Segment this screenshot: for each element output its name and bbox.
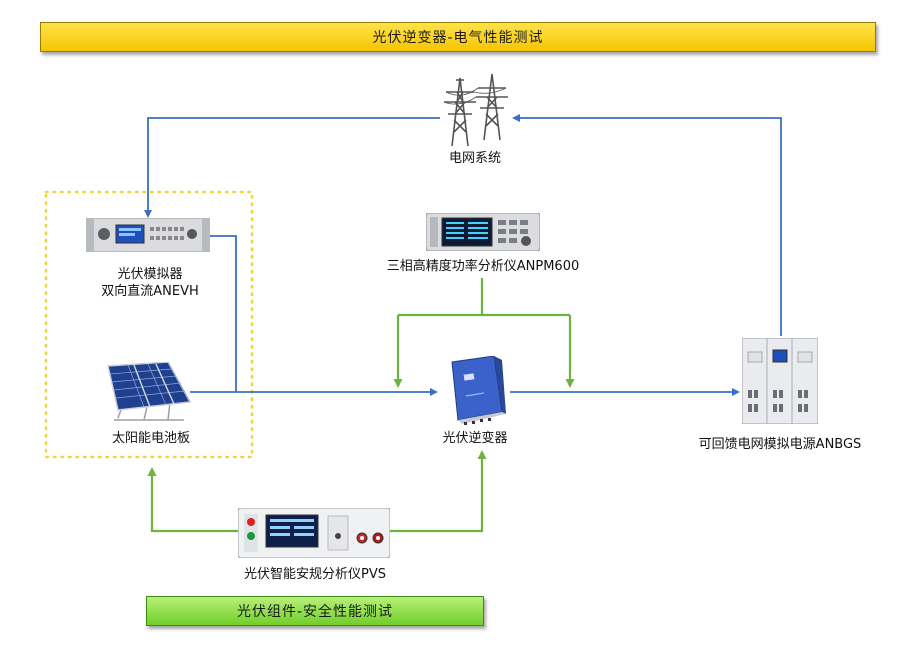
- grid-tower-icon: [440, 70, 512, 148]
- power-analyzer-device: [425, 212, 541, 252]
- pv-source-group-box: [44, 190, 254, 459]
- grid-label: 电网系统: [448, 151, 501, 166]
- inverter-device: [444, 355, 506, 426]
- wire-grid-to-pv-simulator: [144, 117, 440, 218]
- electrical-test-banner: 光伏逆变器-电气性能测试: [40, 22, 876, 52]
- pv-simulator-label-line1: 光伏模拟器: [117, 267, 183, 282]
- pv-simulator-device: [85, 217, 211, 253]
- wire-pvs-to-inverter: [390, 450, 487, 533]
- power-analyzer-label: 三相高精度功率分析仪ANPM600: [386, 259, 580, 274]
- wire-pv-simulator-output: [210, 235, 237, 392]
- wire-pvs-to-solar-panel: [147, 467, 238, 533]
- grid-simulator-device: [741, 337, 819, 425]
- grid-simulator-label: 可回馈电网模拟电源ANBGS: [698, 437, 862, 452]
- pvs-analyzer-label: 光伏智能安规分析仪PVS: [244, 567, 386, 582]
- inverter-label: 光伏逆变器: [442, 431, 508, 446]
- solar-panel-device: [104, 361, 194, 424]
- safety-test-banner: 光伏组件-安全性能测试: [146, 596, 484, 626]
- pvs-analyzer-device: [237, 507, 391, 559]
- pv-simulator-label: 光伏模拟器 双向直流ANEVH: [60, 266, 240, 300]
- wire-grid-simulator-to-grid: [512, 114, 782, 336]
- solar-panel-label: 太阳能电池板: [111, 431, 190, 446]
- pv-simulator-label-line2: 双向直流ANEVH: [101, 284, 199, 299]
